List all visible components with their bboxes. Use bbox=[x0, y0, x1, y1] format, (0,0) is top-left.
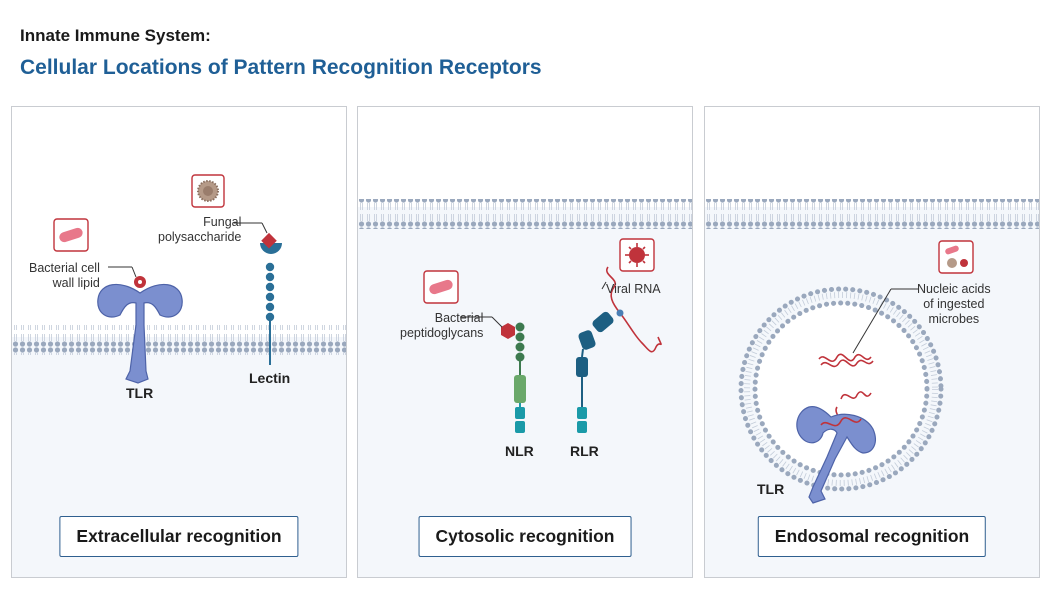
cytosolic-diagram bbox=[358, 199, 692, 433]
bound-nucleic-acid bbox=[820, 417, 862, 427]
tlr-label: TLR bbox=[757, 481, 785, 497]
rlr-label: RLR bbox=[570, 443, 599, 459]
tlr-receptor bbox=[796, 406, 876, 504]
plasma-membrane bbox=[705, 199, 1039, 229]
cytosolic-caption: Cytosolic recognition bbox=[418, 516, 632, 557]
bacterium-icon bbox=[423, 270, 459, 304]
nlr-receptor bbox=[501, 322, 526, 433]
lectin-label: Lectin bbox=[249, 370, 291, 386]
plasma-membrane bbox=[358, 199, 692, 229]
endosomal-caption: Endosomal recognition bbox=[757, 516, 987, 557]
tlr-receptor bbox=[97, 276, 183, 384]
viral-rna-label: Viral RNA bbox=[606, 282, 661, 296]
microbes-icon bbox=[938, 240, 974, 274]
extracellular-diagram bbox=[12, 174, 346, 384]
endosomal-diagram bbox=[705, 199, 1039, 504]
extracellular-space bbox=[705, 107, 1039, 207]
rlr-receptor bbox=[576, 266, 662, 433]
nlr-label: NLR bbox=[505, 443, 534, 459]
virus-icon bbox=[619, 238, 655, 272]
title-line-2: Cellular Locations of Pattern Recognitio… bbox=[20, 56, 542, 79]
fungus-icon bbox=[191, 174, 225, 208]
bacterium-icon bbox=[53, 218, 89, 252]
title-line-1: Innate Immune System: bbox=[20, 26, 211, 45]
tlr-label: TLR bbox=[126, 385, 154, 401]
extracellular-space bbox=[358, 107, 692, 207]
endosome bbox=[738, 286, 944, 492]
extracellular-caption: Extracellular recognition bbox=[59, 516, 299, 557]
plasma-membrane bbox=[12, 325, 346, 355]
